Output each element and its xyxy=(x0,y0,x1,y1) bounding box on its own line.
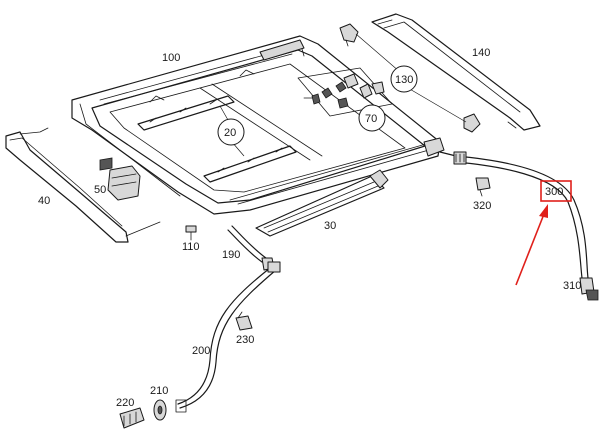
sunroof-frame xyxy=(71,35,457,215)
label-310: 310 xyxy=(563,280,581,292)
small-parts-70 xyxy=(297,67,393,117)
label-210: 210 xyxy=(150,385,168,397)
label-70: 70 xyxy=(365,113,377,125)
highlight-300: 300 xyxy=(515,180,572,286)
callout-70: 70 xyxy=(358,104,386,132)
bolt-110 xyxy=(185,225,197,241)
hose-190 xyxy=(227,225,275,271)
label-220: 220 xyxy=(116,397,134,409)
label-230: 230 xyxy=(236,334,254,346)
bracket-20 xyxy=(137,95,297,183)
label-200: 200 xyxy=(192,345,210,357)
label-40: 40 xyxy=(38,195,50,207)
label-320: 320 xyxy=(473,200,491,212)
label-20: 20 xyxy=(224,127,236,139)
label-190: 190 xyxy=(222,249,240,261)
clip-group-130 xyxy=(339,23,481,133)
label-30: 30 xyxy=(324,220,336,232)
seal-strip-40 xyxy=(5,127,161,243)
clip-320 xyxy=(475,177,491,197)
deflector-30 xyxy=(255,169,389,237)
cap-210 xyxy=(153,399,167,421)
hose-200 xyxy=(175,261,281,413)
rail-140 xyxy=(371,13,541,131)
label-300: 300 xyxy=(545,186,563,198)
label-100: 100 xyxy=(162,52,180,64)
drain-hose-300 xyxy=(453,151,599,301)
valve-220 xyxy=(119,407,145,429)
label-110: 110 xyxy=(182,241,200,253)
label-130: 130 xyxy=(395,74,413,86)
label-50: 50 xyxy=(94,184,106,196)
motor-50 xyxy=(99,157,141,201)
callout-20: 20 xyxy=(217,118,245,146)
label-140: 140 xyxy=(472,47,490,59)
callout-130: 130 xyxy=(390,65,418,93)
clip-230 xyxy=(235,311,253,331)
